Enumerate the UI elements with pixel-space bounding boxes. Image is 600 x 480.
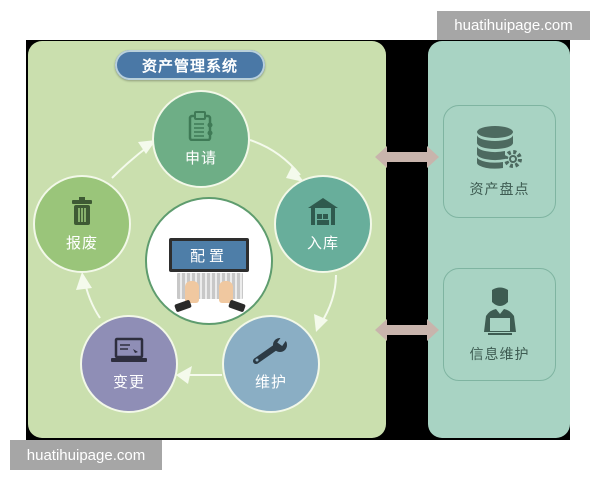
module-info-maintenance-label: 信息维护 <box>469 346 530 363</box>
diagram-title: 资产管理系统 <box>115 50 265 80</box>
node-stock-in: 入库 <box>274 175 372 273</box>
user-computer-icon <box>483 287 516 335</box>
trash-icon <box>72 196 92 225</box>
left-cuff-graphic <box>174 299 192 313</box>
node-configuration-label: 配置 <box>172 241 246 269</box>
node-maintenance: 维护 <box>222 315 320 413</box>
node-maintenance-label: 维护 <box>254 372 287 391</box>
node-scrap-label: 报废 <box>65 233 98 252</box>
module-asset-inventory: 资产盘点 <box>443 105 556 218</box>
double-arrow-info <box>375 319 439 341</box>
left-hand-graphic <box>185 281 199 303</box>
node-change-label: 变更 <box>112 372 145 391</box>
warehouse-icon <box>308 197 338 225</box>
watermark-bottom: huatihuipage.com <box>10 440 162 470</box>
database-gear-icon <box>476 125 522 169</box>
node-stock-in-label: 入库 <box>306 233 339 252</box>
laptop-typing-icon: 配置 <box>169 238 249 272</box>
module-info-maintenance: 信息维护 <box>443 268 556 381</box>
module-asset-inventory-label: 资产盘点 <box>469 181 530 198</box>
node-apply-label: 申请 <box>184 148 217 167</box>
double-arrow-inventory <box>375 146 439 168</box>
node-change: 变更 <box>80 315 178 413</box>
laptop-icon <box>111 337 147 362</box>
right-hand-graphic <box>219 281 233 303</box>
node-configuration: 配置 <box>145 197 273 325</box>
wrench-icon <box>253 336 287 364</box>
node-apply: 申请 <box>152 90 250 188</box>
watermark-top: huatihuipage.com <box>437 11 590 40</box>
right-cuff-graphic <box>228 299 246 313</box>
node-scrap: 报废 <box>33 175 131 273</box>
clipboard-icon <box>188 110 213 141</box>
